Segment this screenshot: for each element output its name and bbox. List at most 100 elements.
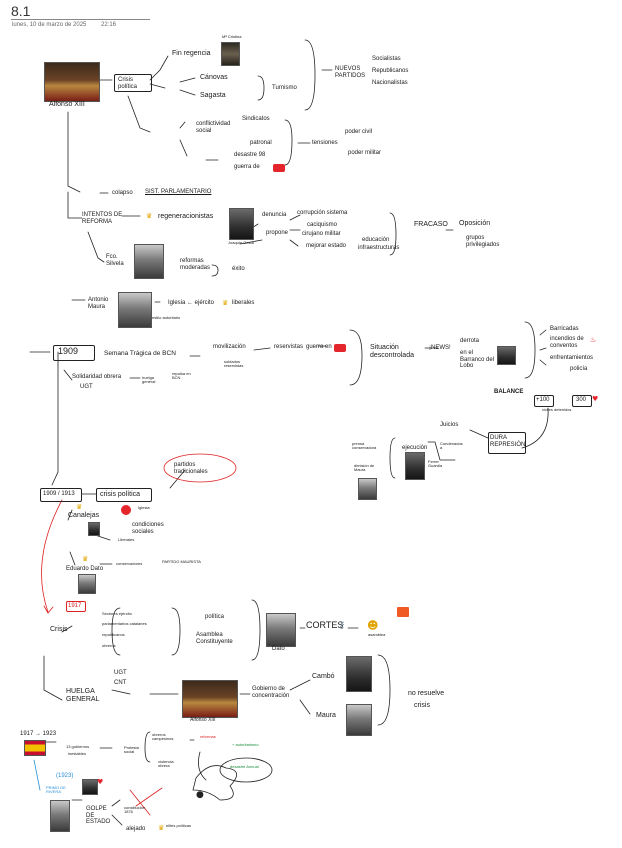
dato-portrait [266, 613, 296, 647]
policia: policía [570, 366, 587, 373]
ferrer-guardia: Ferrer Guardia [428, 460, 444, 469]
year-1923: (1923) [56, 773, 73, 780]
spain-flag [24, 740, 46, 756]
maura-dimision-portrait [358, 478, 377, 500]
patronal: patronal [250, 140, 272, 147]
parlamentarios: parlamentarios catalanes [102, 622, 147, 626]
eduardo-dato: Eduardo Dato [66, 566, 103, 573]
range-1917-1923: 1917 → 1923 [20, 731, 56, 738]
crisis-1917: Crisis [50, 626, 68, 634]
asamblea: Asamblea Constituyente [196, 632, 244, 645]
cnt-1917: CNT [114, 680, 126, 687]
repulsa-bcn: repulsa en BCN [172, 372, 192, 381]
condenados-a: Condenados a [440, 442, 464, 451]
antonio-maura: Antonio Maura [88, 297, 116, 310]
crisis-2: crisis [414, 702, 430, 710]
poder-militar: poder militar [348, 150, 381, 157]
politica: política [205, 614, 224, 621]
maria-cristina-portrait [221, 42, 240, 66]
dato-small-portrait [78, 574, 96, 594]
silvela-portrait [134, 244, 164, 279]
gobierno-concentracion: Gobierno de concentración [252, 686, 292, 699]
alfonso-xiii-2: Alfonso XIII [190, 718, 216, 724]
dura-represion: DURA REPRESIÓN [490, 435, 522, 448]
huelga-general-1909: huelga general [142, 376, 162, 385]
canalejas-small-portrait [88, 522, 100, 536]
mejorar-estado: mejorar estado [306, 243, 346, 250]
heart-icon: ♥ [592, 395, 598, 403]
maura-2: Maura [316, 712, 336, 720]
golpe-estado: GOLPE DE ESTADO [86, 806, 112, 826]
nacionalistas: Nacionalistas [372, 80, 408, 87]
balance: BALANCE [494, 389, 523, 396]
crown-icon-alejado: ♛ [158, 824, 164, 832]
liberales-maura: liberales [232, 300, 254, 307]
reformas-final: reformas [200, 735, 216, 739]
iglesia-label: Iglesia [138, 506, 150, 510]
solidaridad-obrera: Solidaridad obrera [72, 374, 121, 381]
conflictividad-social: conflictividad social [196, 121, 240, 134]
fracaso: FRACASO [414, 221, 448, 229]
face-icon-cortes: ☻ [367, 619, 378, 632]
balance-300: 300 [576, 397, 586, 404]
barranco-lobo: en el Barranco del Lobo [460, 350, 496, 370]
gobiernos: 13 gobiernos [66, 745, 89, 749]
estilo-autoritario: estilo autoritario [152, 316, 180, 320]
sist-parlamentario: SIST. PARLAMENTARIO [145, 189, 211, 196]
barranco-lobo-photo [497, 346, 516, 365]
alfonso-xiii-portrait [44, 62, 100, 102]
conservadores: conservadores [116, 562, 142, 566]
cambo-portrait [346, 656, 372, 692]
reformas-moderadas: reformas moderadas [180, 258, 212, 271]
obreros: obreros [102, 644, 116, 648]
news: ¡NEWS! [429, 345, 451, 352]
guerra-en: guerra en [306, 344, 332, 351]
desastre-98: desastre 98 [234, 152, 265, 159]
guerra-de: guerra de [234, 164, 260, 171]
movilizacion: movilización [213, 344, 246, 351]
partidos-tradicionales: partidos tradicionales [174, 462, 224, 475]
propone: propone [266, 230, 288, 237]
autoritarismo: + autoritarismo [232, 743, 259, 747]
cambo: Cambó [312, 673, 335, 681]
primo-rivera-small-photo [82, 779, 98, 795]
derrota: derrota [460, 338, 479, 345]
canovas: Cánovas [200, 74, 228, 82]
alfonso-xiii-portrait-2 [182, 680, 238, 718]
ferrer-guardia-portrait [405, 452, 425, 480]
republicanos2: republicanos [102, 633, 125, 637]
turnismo: Turnismo [272, 85, 297, 92]
prensa-conservadora: prensa conservadora [352, 442, 382, 451]
juicios: Juicios [440, 422, 458, 429]
republicanos: Republicanos [372, 68, 408, 75]
situacion-descontrol: Situación descontrolada [370, 344, 420, 359]
oposicion: Oposición [459, 220, 490, 228]
bomb-icon: ● [196, 790, 204, 800]
partido-maurista: PARTIDO MAURISTA [162, 560, 202, 564]
tensiones: tensiones [312, 140, 338, 147]
guerra-en-badge [334, 344, 346, 352]
crisis-politica2: crisis política [100, 491, 140, 499]
ugt-1917: UGT [114, 670, 127, 677]
educacion: educación [362, 237, 389, 244]
antonio-maura-portrait [118, 292, 152, 328]
canalejas: Canalejas [68, 512, 99, 520]
alfonso-label: Alfonso XIII [49, 101, 85, 109]
reservistas: reservistas [274, 344, 303, 351]
caciquismo: caciquismo [307, 222, 337, 229]
years-1909-1913: 1909 / 1913 [43, 491, 75, 498]
alejado: alejado [126, 826, 145, 833]
colapso: colapso [112, 190, 133, 197]
regeneracionistas: regeneracionistas [158, 213, 213, 221]
primo-rivera: PRIMO DE RIVERA [46, 786, 72, 795]
crisis-politica-text: Crisis política [118, 77, 148, 90]
constitucion-1876: constitución 1876 [124, 806, 146, 815]
condiciones-sociales: condiciones sociales [132, 522, 174, 535]
fire-icon: ♨ [590, 336, 596, 344]
civiles-detenidos: civiles detenidos [542, 408, 571, 412]
corrupcion-sistema: corrupción sistema [297, 210, 347, 217]
sectores-ejercito: Sectores ejército [102, 612, 132, 616]
joaquin-costa-label: Joaquín Costa [228, 241, 254, 245]
denuncia: denuncia [262, 212, 286, 219]
